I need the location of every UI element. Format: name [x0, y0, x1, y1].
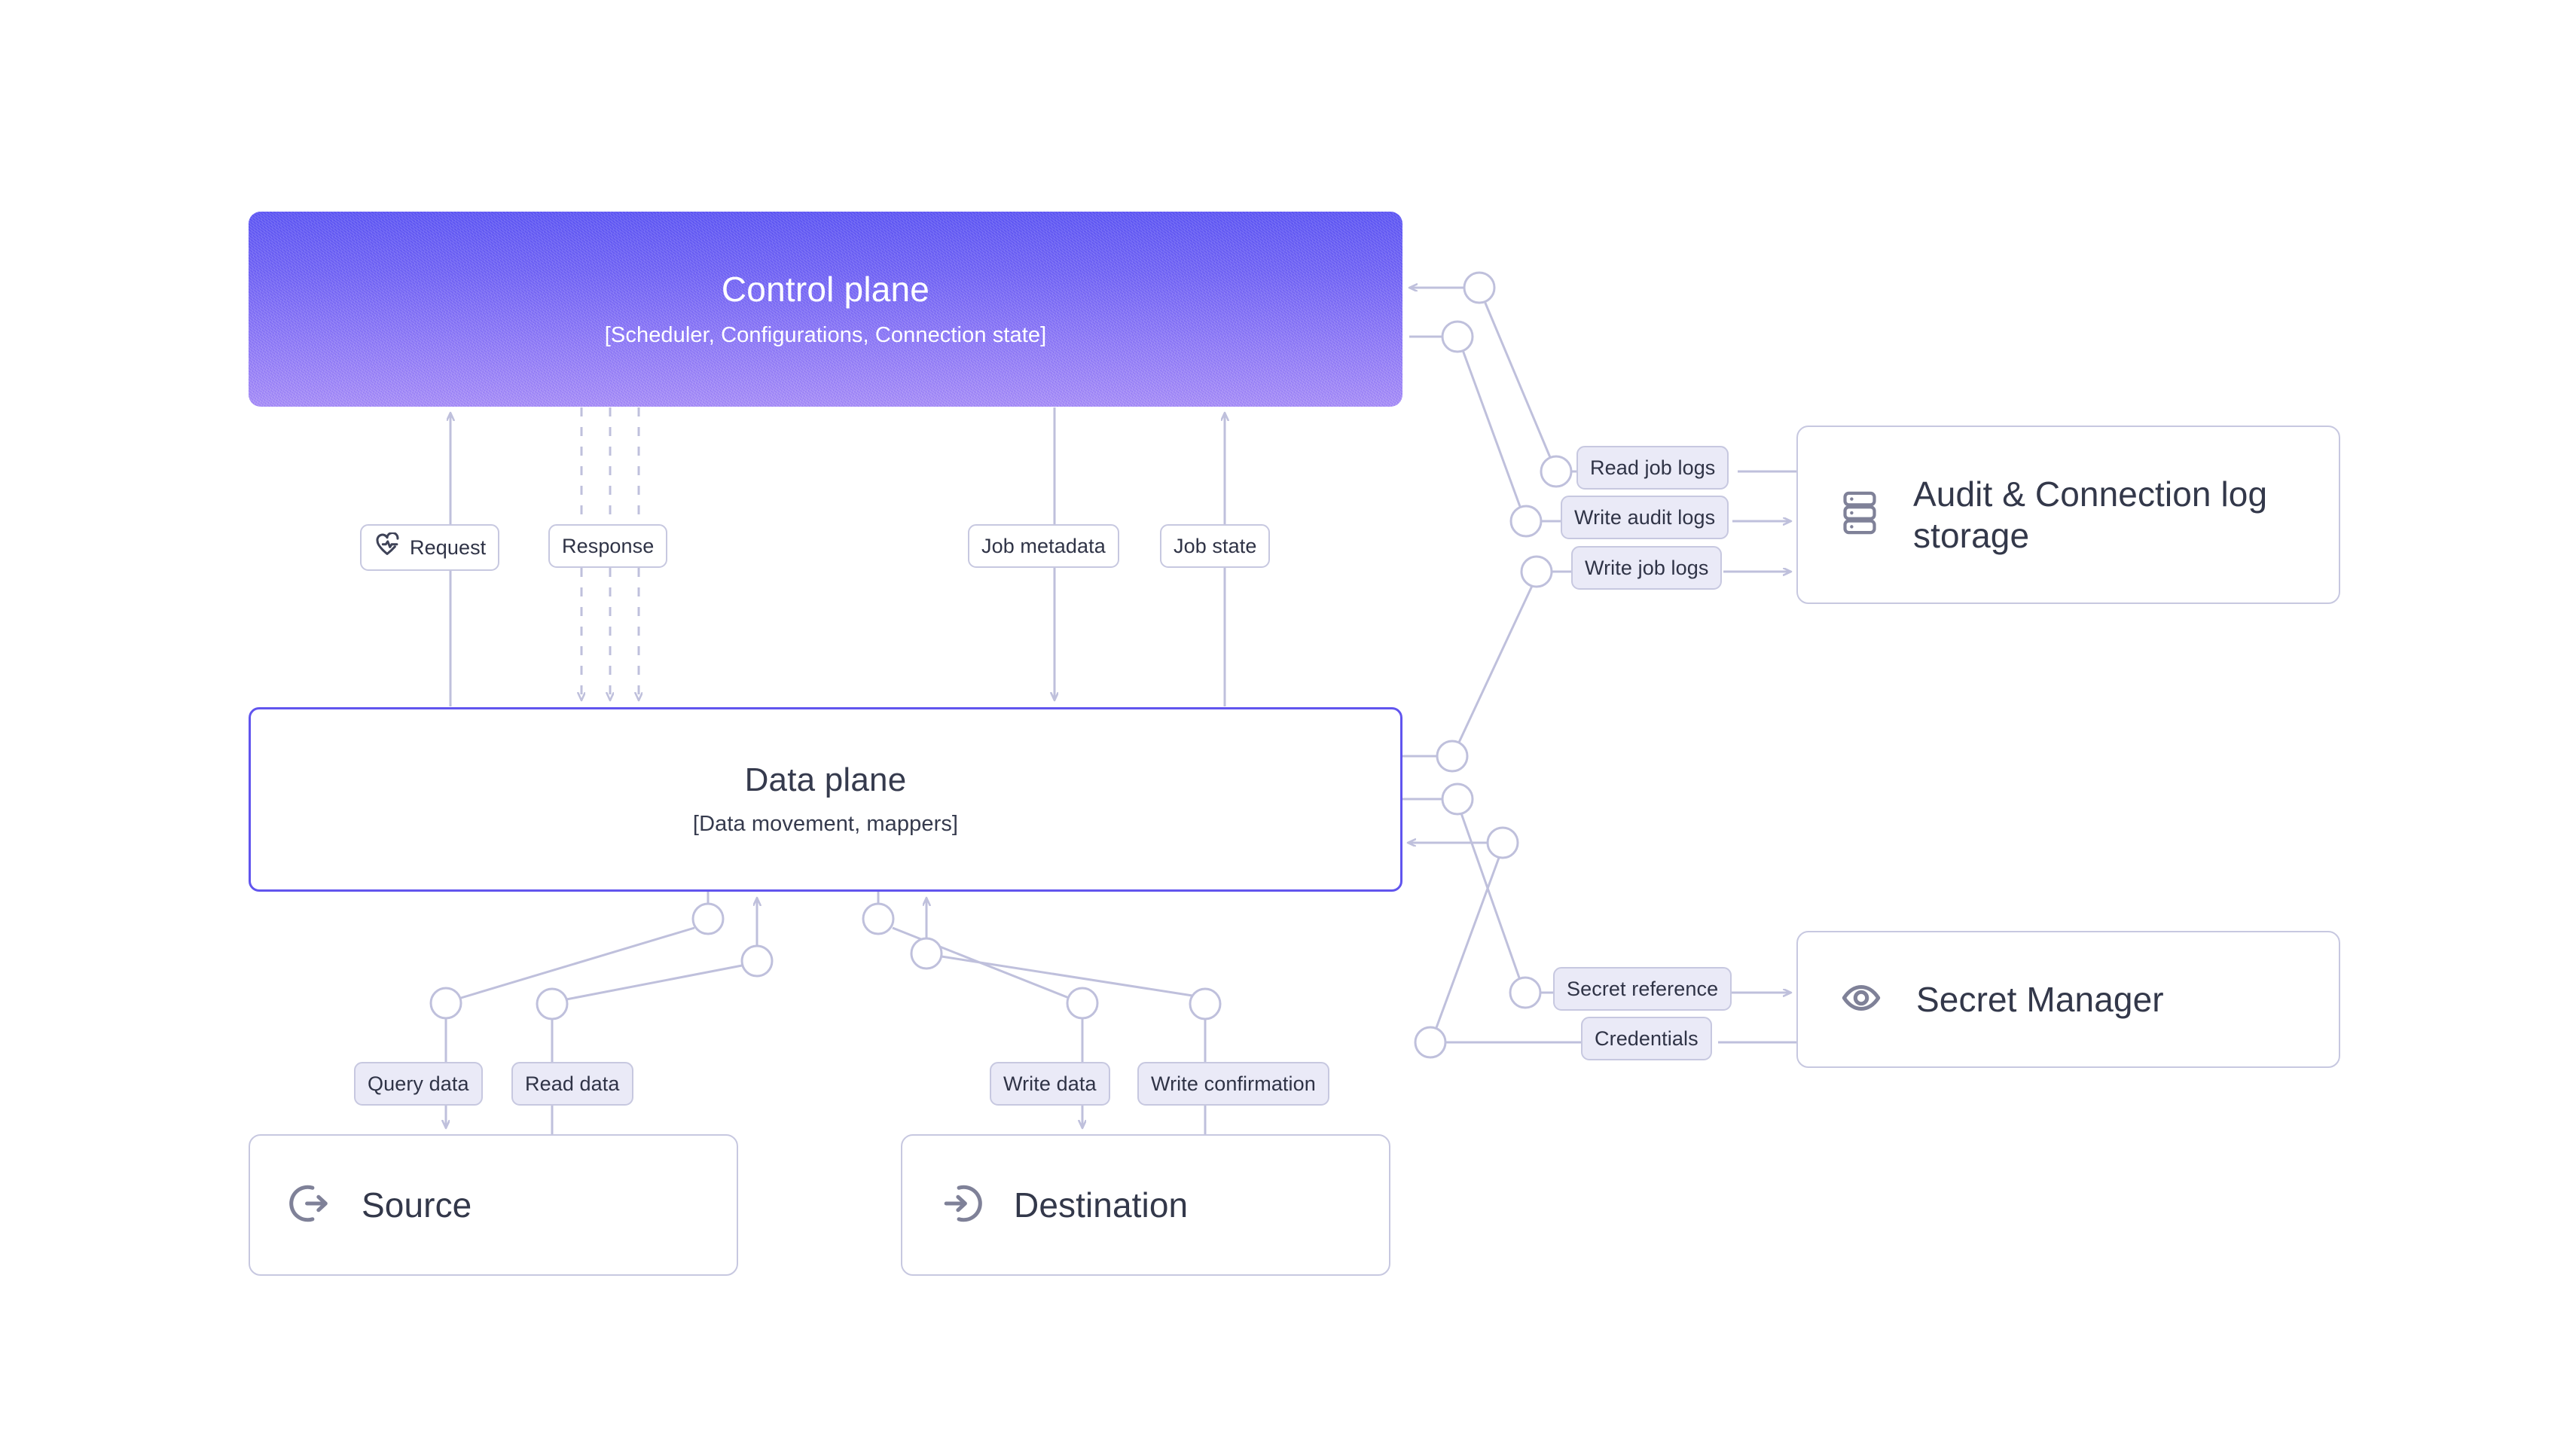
chip-write-audit-logs-label: Write audit logs — [1574, 505, 1716, 529]
audit-log-storage-node[interactable]: Audit & Connection log storage — [1796, 426, 2340, 604]
chip-response[interactable]: Response — [548, 524, 668, 568]
heart-pulse-icon — [374, 531, 401, 563]
control-plane-title: Control plane — [721, 269, 930, 309]
log-out-circle-icon — [288, 1182, 331, 1229]
chip-read-job-logs[interactable]: Read job logs — [1576, 446, 1729, 490]
chip-job-state[interactable]: Job state — [1160, 524, 1271, 568]
chip-job-state-label: Job state — [1174, 534, 1257, 557]
chip-query-data-label: Query data — [368, 1072, 469, 1095]
control-plane-node[interactable]: Control plane [Scheduler, Configurations… — [249, 212, 1402, 407]
log-in-circle-icon — [940, 1182, 984, 1229]
data-plane-title: Data plane — [744, 761, 907, 798]
chip-write-confirmation[interactable]: Write confirmation — [1137, 1062, 1329, 1106]
server-rack-icon — [1839, 490, 1880, 540]
audit-log-storage-label: Audit & Connection log storage — [1913, 474, 2268, 555]
secret-manager-node[interactable]: Secret Manager — [1796, 931, 2340, 1068]
chip-write-data[interactable]: Write data — [990, 1062, 1110, 1106]
chip-write-data-label: Write data — [1003, 1072, 1097, 1095]
chip-write-confirmation-label: Write confirmation — [1151, 1072, 1316, 1095]
chip-write-job-logs-label: Write job logs — [1585, 556, 1709, 579]
destination-node[interactable]: Destination — [901, 1134, 1390, 1276]
chip-read-job-logs-label: Read job logs — [1590, 456, 1716, 479]
chip-secret-reference[interactable]: Secret reference — [1553, 967, 1732, 1011]
secret-manager-label: Secret Manager — [1916, 979, 2164, 1019]
chip-credentials-label: Credentials — [1595, 1027, 1699, 1050]
chip-request[interactable]: Request — [360, 524, 500, 571]
chip-request-label: Request — [410, 535, 487, 559]
chip-secret-reference-label: Secret reference — [1567, 977, 1719, 1000]
chip-job-metadata-label: Job metadata — [981, 534, 1106, 557]
chip-read-data[interactable]: Read data — [511, 1062, 633, 1106]
chip-job-metadata[interactable]: Job metadata — [968, 524, 1119, 568]
control-plane-subtitle: [Scheduler, Configurations, Connection s… — [604, 323, 1047, 348]
chip-query-data[interactable]: Query data — [354, 1062, 483, 1106]
chip-read-data-label: Read data — [525, 1072, 620, 1095]
chip-credentials[interactable]: Credentials — [1581, 1017, 1712, 1060]
source-node[interactable]: Source — [249, 1134, 738, 1276]
eye-icon — [1839, 976, 1883, 1023]
chip-write-job-logs[interactable]: Write job logs — [1571, 546, 1723, 590]
chip-response-label: Response — [562, 534, 655, 557]
destination-label: Destination — [1014, 1185, 1189, 1225]
data-plane-subtitle: [Data movement, mappers] — [692, 812, 959, 837]
chip-write-audit-logs[interactable]: Write audit logs — [1561, 496, 1729, 539]
source-label: Source — [362, 1185, 472, 1225]
data-plane-node[interactable]: Data plane [Data movement, mappers] — [249, 707, 1402, 892]
